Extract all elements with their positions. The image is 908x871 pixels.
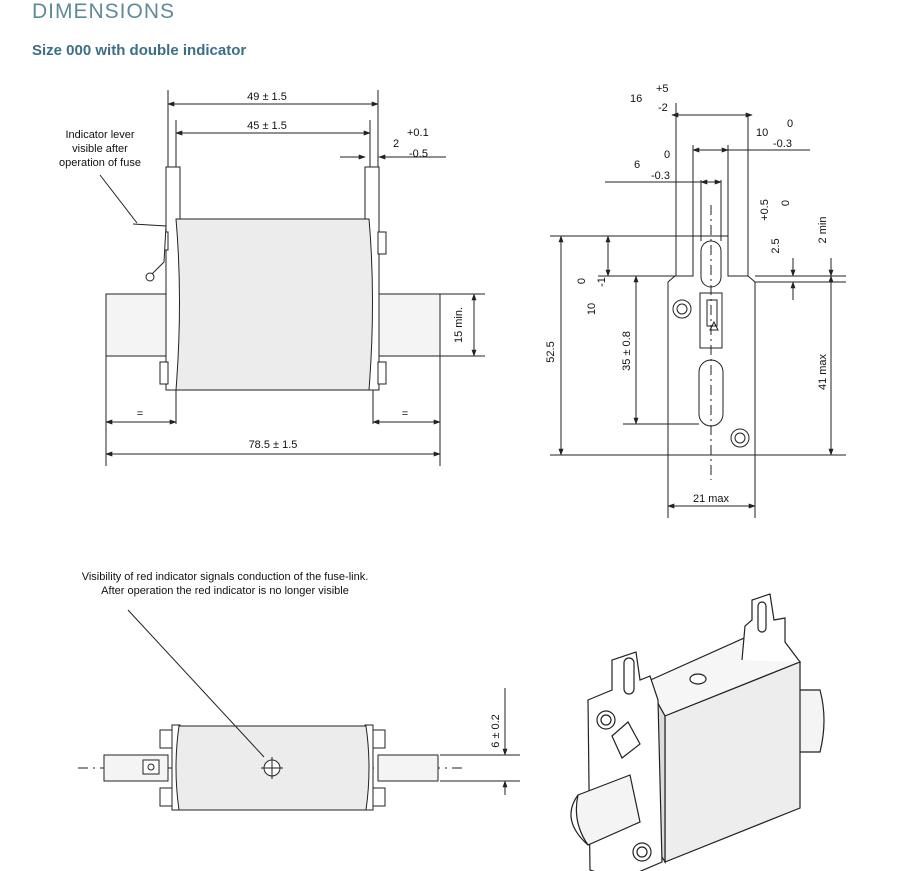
lever-note-2: visible after <box>72 143 128 155</box>
side-view-labels: +5 16 -2 0 10 -0.3 0 6 -0.3 +0.5 0 2.5 2… <box>545 83 829 505</box>
dim-41-max: 41 max <box>817 353 829 390</box>
dim-45: 45 ± 1.5 <box>247 120 287 132</box>
indicator-lever <box>132 223 167 277</box>
top-right-blade <box>377 754 439 782</box>
left-blade <box>105 293 177 357</box>
page-title: DIMENSIONS <box>32 0 176 23</box>
dim-21-max: 21 max <box>693 493 730 505</box>
dim-6: 6 ± 0.2 <box>490 714 502 748</box>
tol-6-minus: -0.3 <box>651 170 670 182</box>
dim-2-min: 2 min <box>817 217 829 244</box>
eq-right: = <box>402 408 408 420</box>
dim-10-zero: 0 <box>576 278 588 284</box>
tol-10-minus: -0.3 <box>773 138 792 150</box>
screw-bottom <box>730 428 750 448</box>
lever-note-1: Indicator lever <box>65 129 134 141</box>
dim-52-5: 52.5 <box>545 341 557 362</box>
side-view <box>550 103 846 518</box>
tol-6-nominal: 6 <box>634 159 640 171</box>
tol-plus: +0.1 <box>407 127 429 139</box>
dim-49: 49 ± 1.5 <box>247 91 287 103</box>
eq-left: = <box>137 408 143 420</box>
top-view-labels: Visibility of red indicator signals cond… <box>82 571 502 748</box>
dim-10-minus: -1 <box>596 277 608 287</box>
isometric-view <box>570 593 825 871</box>
tol-minus: -0.5 <box>409 148 428 160</box>
tol-10-nominal: 10 <box>756 127 768 139</box>
iso-front-blade <box>575 774 641 846</box>
fuse-body <box>175 218 373 391</box>
indicator-note-1: Visibility of red indicator signals cond… <box>82 571 369 583</box>
dim-15-min: 15 min. <box>453 307 465 343</box>
tol-16-nominal: 16 <box>630 93 642 105</box>
tol-16-plus: +5 <box>656 83 669 95</box>
tol-16-minus: -2 <box>658 102 668 114</box>
indicator-note-2: After operation the red indicator is no … <box>101 585 349 597</box>
tol-6-zero: 0 <box>664 149 670 161</box>
front-view <box>99 90 485 466</box>
tol-2-5-nominal: 2.5 <box>770 238 782 253</box>
dim-78-5: 78.5 ± 1.5 <box>249 439 298 451</box>
tol-2-5-zero: 0 <box>780 200 792 206</box>
page-subtitle: Size 000 with double indicator <box>32 42 247 59</box>
right-blade <box>372 293 441 357</box>
screw-top <box>672 299 692 319</box>
lever-note-3: operation of fuse <box>59 157 141 169</box>
tol-10-zero: 0 <box>787 118 793 130</box>
dim-35: 35 ± 0.8 <box>621 331 633 371</box>
tol-2-5-plus: +0.5 <box>759 199 771 221</box>
top-view <box>78 609 520 811</box>
dim-10-nominal: 10 <box>586 303 598 315</box>
tol-nominal: 2 <box>393 138 399 150</box>
front-view-labels: 49 ± 1.5 45 ± 1.5 +0.1 2 -0.5 15 min. = … <box>59 91 465 451</box>
